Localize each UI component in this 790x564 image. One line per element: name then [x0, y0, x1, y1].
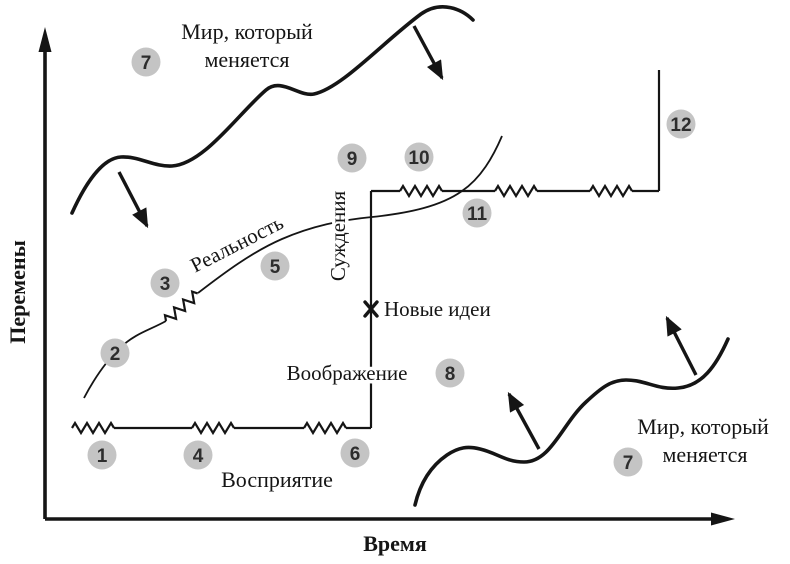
perception-resistor-1-icon	[71, 420, 115, 436]
marker-6: 6	[340, 438, 370, 468]
marker-number: 6	[350, 444, 361, 465]
diagram-labels: Мир, который меняется Мир, который меняе…	[5, 19, 769, 556]
marker-12: 12	[666, 109, 696, 139]
marker-number: 5	[270, 257, 281, 278]
y-axis-label: Перемены	[5, 240, 30, 343]
marker-number: 11	[467, 204, 488, 225]
marker-3: 3	[150, 268, 180, 298]
world-changing-bottom-label-line2: меняется	[662, 442, 747, 467]
axes	[38, 27, 735, 526]
perception-line	[71, 420, 371, 436]
marker-8: 8	[435, 358, 465, 388]
arrow-down-left-icon	[117, 171, 149, 229]
perception-resistor-2-icon	[191, 420, 235, 436]
x-stroke	[363, 300, 379, 318]
world-changing-bottom-label-line1: Мир, который	[637, 414, 769, 439]
new-ideas-label: Новые идеи	[384, 297, 491, 321]
reality-resistor-icon	[163, 290, 199, 322]
imagination-label: Воображение	[287, 361, 408, 385]
judgments-resistor-2-icon	[494, 183, 538, 199]
x-axis-label: Время	[363, 531, 427, 556]
marker-1: 1	[87, 440, 117, 470]
marker-circle	[435, 358, 465, 388]
marker-9: 9	[337, 143, 367, 173]
marker-number: 3	[160, 274, 171, 295]
judgments-resistor-1-icon	[399, 183, 443, 199]
marker-number: 10	[408, 148, 429, 169]
pressure-arrows	[117, 25, 698, 450]
marker-number: 8	[445, 364, 456, 385]
new-ideas-x-icon	[363, 300, 379, 318]
marker-number: 4	[193, 446, 204, 467]
marker-5: 5	[260, 251, 290, 281]
marker-7-bottom: 7	[613, 447, 643, 477]
arrow-down-right-icon	[412, 25, 444, 81]
marker-circle	[337, 143, 367, 173]
marker-number: 7	[623, 453, 634, 474]
marker-circle	[340, 438, 370, 468]
marker-circle	[613, 447, 643, 477]
marker-7-top: 7	[131, 47, 161, 77]
world-changing-top-label-line1: Мир, который	[181, 19, 313, 44]
judgments-label: Суждения	[326, 190, 350, 281]
arrow-up-bottom-right-icon	[665, 315, 698, 376]
marker-circle	[462, 198, 492, 228]
world-wave-bottom	[413, 337, 730, 507]
marker-10: 10	[404, 142, 434, 172]
marker-circle	[150, 268, 180, 298]
marker-4: 4	[183, 440, 213, 470]
marker-number: 7	[141, 53, 152, 74]
perception-resistor-3-icon	[303, 420, 347, 436]
judgments-line	[371, 70, 661, 199]
y-axis-arrowhead-icon	[38, 27, 52, 52]
x-axis-arrowhead-icon	[711, 512, 735, 526]
marker-11: 11	[462, 198, 492, 228]
marker-circle	[666, 109, 696, 139]
marker-number: 1	[97, 446, 108, 467]
world-changing-top-label-line2: меняется	[204, 47, 289, 72]
step-markers: 1 2 3 4 5 6 7 7	[87, 47, 696, 477]
judgments-resistor-3-icon	[589, 183, 633, 199]
marker-circle	[260, 251, 290, 281]
world-wave-top	[70, 5, 475, 215]
marker-number: 12	[670, 115, 691, 136]
marker-number: 9	[347, 149, 358, 170]
marker-circle	[87, 440, 117, 470]
marker-number: 2	[110, 344, 121, 365]
marker-circle	[183, 440, 213, 470]
marker-circle	[100, 338, 130, 368]
perception-label: Восприятие	[221, 467, 333, 492]
marker-circle	[404, 142, 434, 172]
world-curves	[70, 5, 730, 507]
arrow-up-bottom-left-icon	[507, 391, 541, 450]
marker-2: 2	[100, 338, 130, 368]
marker-circle	[131, 47, 161, 77]
reality-curve	[83, 135, 503, 399]
